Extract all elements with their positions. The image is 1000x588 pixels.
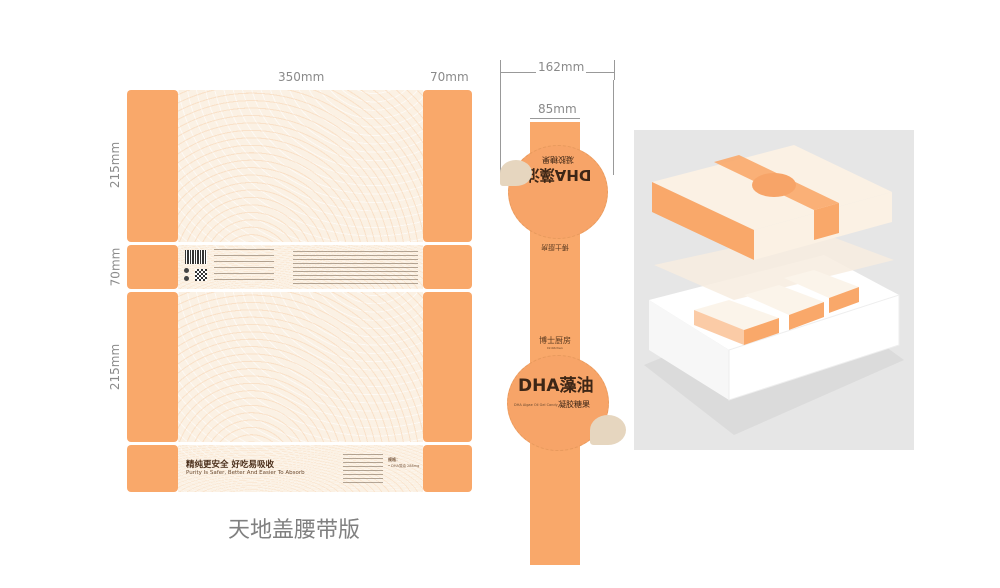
- belt-top-brand: 博士厨房: [538, 242, 572, 252]
- lid-belt-side: [814, 203, 839, 240]
- inner-box-2-front: [789, 302, 824, 330]
- dimension-band-label: 70mm: [108, 247, 123, 287]
- side-band-panel: [178, 245, 423, 289]
- base-box-left: [649, 300, 729, 400]
- mockup-illustration: [644, 145, 904, 435]
- dimension-top-panel-label: 215mm: [108, 141, 123, 189]
- barcode-icon: [185, 250, 207, 264]
- belt-brand-en: Dr.Kitchen: [547, 346, 563, 350]
- belt-brand-cn: 博士厨房: [539, 336, 571, 345]
- description-text: [343, 454, 383, 484]
- qr-code-icon: [195, 269, 207, 281]
- bracket-line-left: [500, 80, 501, 175]
- right-flap-bottom: [423, 292, 472, 442]
- belt-brand-logo: 博士厨房 Dr.Kitchen: [535, 335, 575, 350]
- right-flap-band: [423, 245, 472, 289]
- recycle-icon: [184, 268, 189, 273]
- lid-circle: [752, 173, 796, 197]
- belt-top-circle: DHA藻油 凝胶糖果: [508, 145, 608, 239]
- inner-box-1-front: [744, 318, 779, 345]
- belt-product-cn: DHA藻油: [518, 376, 594, 396]
- bottom-panel: [178, 292, 423, 442]
- inner-box-3-front: [829, 287, 859, 313]
- dimension-bottom-panel-label: 215mm: [108, 343, 123, 391]
- belt-product-sub: 凝胶糖果: [558, 400, 590, 409]
- bracket-line-right: [613, 80, 614, 175]
- left-flap-bottom: [127, 292, 178, 442]
- lid-front-side: [652, 182, 754, 260]
- spec-value: • DHA藻油 288mg: [388, 464, 420, 468]
- dimension-width-label: 350mm: [278, 70, 325, 84]
- right-flap-band-bottom: [423, 445, 472, 492]
- belt-top-product-sub: 凝胶糖果: [542, 155, 574, 164]
- left-flap-top: [127, 90, 178, 242]
- belt-width-line: [530, 118, 580, 119]
- top-panel: [178, 90, 423, 242]
- inner-box-3: [784, 270, 859, 298]
- left-flap-band-bottom: [127, 445, 178, 492]
- base-box-right: [728, 294, 900, 401]
- inner-box-1-side: [694, 310, 744, 345]
- nutrition-table: [214, 249, 274, 285]
- spec-label: 规格：: [388, 457, 400, 462]
- front-band-panel: 精纯更安全 好吃易吸收 Purity Is Safer, Better And …: [178, 445, 423, 492]
- right-flap-top: [423, 90, 472, 242]
- box-3d-mockup: [634, 130, 914, 450]
- slogan-cn: 精纯更安全 好吃易吸收: [186, 460, 274, 470]
- certification-icon: [184, 276, 189, 281]
- caption-title: 天地盖腰带版: [228, 518, 361, 543]
- left-flap-band: [127, 245, 178, 289]
- inner-box-1: [694, 300, 779, 330]
- belt-bottom-badge: [590, 415, 626, 445]
- insert-sheet: [654, 230, 894, 300]
- product-info-text: [293, 251, 418, 285]
- belt-width-label: 85mm: [538, 102, 577, 116]
- belt-length-label: 162mm: [536, 60, 587, 74]
- belt-top-brand-cn: 博士厨房: [541, 243, 569, 251]
- belt-top-badge: [500, 160, 532, 186]
- inner-box-2: [744, 285, 824, 315]
- dimension-flap-label: 70mm: [430, 70, 469, 84]
- belt-product-en: DHA Algae Oil Gel Candy: [514, 403, 558, 407]
- slogan-en: Purity Is Safer, Better And Easier To Ab…: [186, 470, 305, 476]
